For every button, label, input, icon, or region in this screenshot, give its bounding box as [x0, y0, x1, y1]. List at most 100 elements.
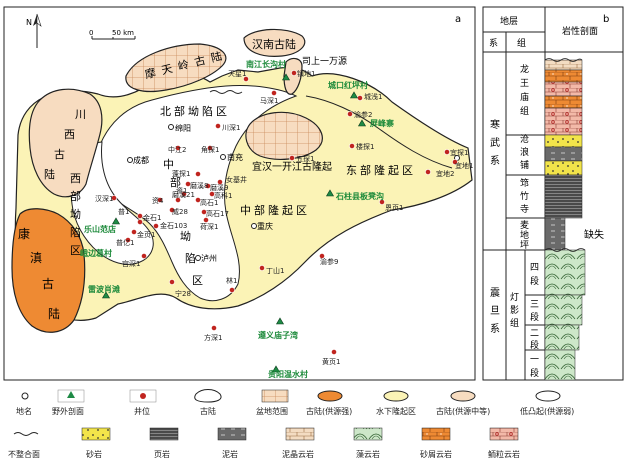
legend-medium-symbol: [450, 390, 476, 402]
svg-text:丁山1: 丁山1: [266, 266, 284, 275]
header-stratum: 地层: [500, 15, 518, 27]
svg-text:井位: 井位: [134, 406, 150, 416]
svg-text:藻云岩: 藻云岩: [356, 449, 380, 459]
scale-start: 0: [89, 29, 93, 37]
location-chengdu: 成都: [133, 155, 149, 165]
svg-text:峨边葛村: 峨边葛村: [80, 248, 112, 258]
svg-text:浪: 浪: [520, 146, 529, 158]
legend-unconformity-symbol: [13, 432, 39, 436]
svg-text:宜地2: 宜地2: [436, 169, 454, 178]
svg-text:遵义庙子湾: 遵义庙子湾: [258, 330, 298, 340]
north-depression-label: 北部坳陷区: [160, 104, 230, 118]
location-wanyuan: 司上一万源: [302, 56, 347, 67]
svg-text:康: 康: [18, 226, 30, 241]
east-uplift-label: 东部隆起区: [346, 163, 416, 177]
cambrian-system-label: 寒 武 系: [490, 118, 500, 167]
svg-text:资1: 资1: [176, 186, 187, 195]
svg-text:高石1: 高石1: [200, 198, 218, 207]
svg-text:蓬探1: 蓬探1: [172, 169, 190, 178]
svg-text:砂岩: 砂岩: [86, 449, 102, 459]
legend-paleoland-symbol: [194, 389, 222, 403]
svg-text:角探1: 角探1: [201, 145, 219, 154]
svg-text:古: 古: [54, 148, 65, 161]
svg-text:一: 一: [530, 355, 539, 365]
formation-longwangmiao: 龙 王 庙 组: [520, 63, 529, 117]
svg-text:资4: 资4: [152, 196, 164, 205]
svg-text:组: 组: [520, 105, 529, 117]
svg-text:古陆(供源中等): 古陆(供源中等): [436, 406, 490, 416]
lithology-profile: 缺失: [544, 58, 604, 381]
svg-text:坳: 坳: [180, 229, 191, 243]
svg-text:南江长沟村: 南江长沟村: [246, 59, 286, 69]
svg-text:金石103: 金石103: [160, 221, 187, 230]
svg-text:地名: 地名: [16, 406, 32, 416]
svg-text:铺: 铺: [520, 159, 529, 171]
svg-text:滇: 滇: [30, 251, 42, 265]
svg-text:磨溪8: 磨溪8: [190, 181, 208, 190]
svg-text:龙: 龙: [520, 63, 529, 75]
legend-strong-symbol: [317, 390, 343, 402]
svg-text:西: 西: [64, 128, 75, 141]
svg-text:城口红坪村: 城口红坪村: [328, 80, 368, 90]
svg-text:天星1: 天星1: [228, 70, 246, 78]
svg-text:二: 二: [530, 329, 539, 339]
hannan-paleo-land: [243, 28, 306, 57]
svg-text:筇: 筇: [520, 177, 529, 189]
svg-text:麦: 麦: [520, 219, 529, 231]
svg-text:灯: 灯: [510, 292, 519, 303]
legend-uplift-symbol: [383, 390, 409, 402]
svg-text:陷: 陷: [70, 225, 81, 239]
svg-text:部: 部: [70, 189, 81, 203]
svg-text:低凸起(供源弱): 低凸起(供源弱): [520, 406, 574, 416]
west-depression-label: 西 部 坳 陷 区: [70, 172, 81, 257]
svg-text:中江2: 中江2: [168, 145, 186, 154]
svg-text:贵阳温水村: 贵阳温水村: [268, 369, 308, 379]
chuanxi-label: 川 西 古 陆: [44, 108, 86, 181]
svg-text:陆: 陆: [44, 167, 55, 181]
central-uplift-label: 中部隆起区: [240, 203, 310, 217]
formation-maidiping: 麦 地 坪: [520, 219, 529, 251]
svg-text:野外剖面: 野外剖面: [52, 406, 84, 416]
legend-place-symbol: [21, 392, 29, 400]
svg-text:汉深1: 汉深1: [95, 194, 113, 203]
location-luzhou: 泸州: [201, 253, 217, 263]
well-labels: 天星1 镇地1 马深1 城浅1 渝参2 川深1 中江2 角探1 五探1 楼探1 …: [95, 69, 473, 366]
central-depression-label: 中 部 坳 陷 区: [163, 158, 203, 287]
header-formation: 组: [517, 37, 526, 49]
yihan-kaijiang-uplift: [245, 111, 323, 160]
svg-text:区: 区: [70, 244, 81, 257]
legend-shale-symbol: [149, 427, 179, 441]
svg-text:普1: 普1: [118, 207, 129, 216]
svg-text:高科1: 高科1: [214, 191, 232, 200]
svg-text:坳: 坳: [70, 207, 81, 221]
svg-text:磨溪9: 磨溪9: [210, 183, 228, 192]
legend-section-symbol: [67, 391, 75, 398]
svg-text:镇地1: 镇地1: [297, 69, 315, 78]
legend-oolite-symbol: [489, 427, 519, 441]
unconformity-line-map: [209, 90, 243, 94]
svg-text:屏峰寨: 屏峰寨: [370, 118, 394, 128]
svg-text:乐山范店: 乐山范店: [84, 224, 116, 234]
svg-text:震: 震: [490, 287, 500, 299]
column-panel: b 地层 系 组 岩性剖面 寒 武 系 龙 王 庙 组 沧 浪 铺 筇: [482, 6, 624, 381]
location-points: [127, 124, 460, 261]
svg-text:宫深1: 宫深1: [122, 259, 140, 268]
formation-canglangpu: 沧 浪 铺: [520, 133, 529, 171]
panel-label-a: a: [455, 14, 461, 25]
legend-row2-labels: 不整合面 砂岩 页岩 泥岩 泥晶云岩 藻云岩 砂屑云岩 鲕粒云岩: [8, 449, 520, 459]
motianling-paleo-land: [125, 43, 227, 93]
svg-text:宁28: 宁28: [175, 289, 191, 298]
chuanxi-paleo-land: [28, 88, 103, 198]
svg-text:系: 系: [490, 323, 500, 335]
scale-bar: 0 50 km: [89, 29, 136, 40]
legend-algal-symbol: [353, 427, 383, 441]
svg-text:女基井: 女基井: [226, 175, 247, 184]
legend-row1-labels: 地名 野外剖面 井位 古陆 盆地范围 古陆(供源强) 水下隆起区 古陆(供源中等…: [16, 406, 574, 416]
svg-text:高石17: 高石17: [206, 209, 229, 218]
svg-text:武: 武: [490, 136, 500, 149]
formation-dengying: 灯 影 组: [510, 292, 519, 329]
svg-text:磨溪21: 磨溪21: [172, 190, 195, 199]
svg-text:段: 段: [530, 311, 539, 323]
svg-text:区: 区: [192, 274, 203, 287]
